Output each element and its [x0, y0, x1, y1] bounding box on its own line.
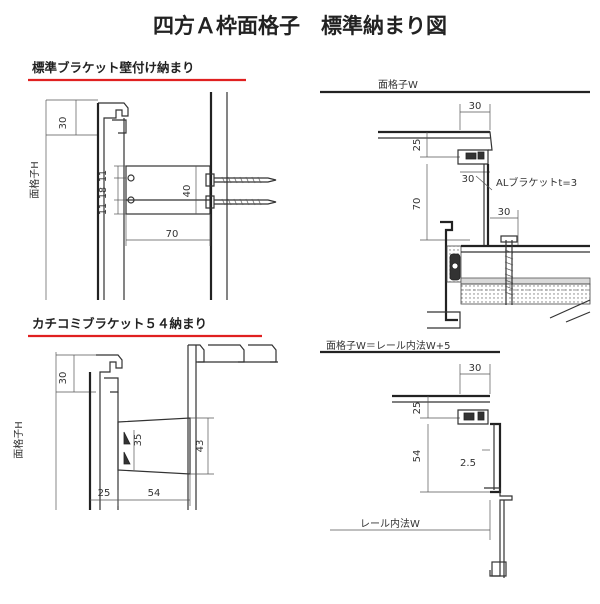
- dim-br-30: 30: [469, 363, 482, 374]
- label-br-top: 面格子W＝レール内法W+5: [326, 339, 451, 352]
- dim-tr-25: 25: [412, 139, 423, 152]
- dim-bl-25: 25: [98, 488, 111, 499]
- detail-bottom-left: [55, 344, 278, 510]
- dim-tr-30b: 30: [462, 174, 475, 185]
- detail-bottom-right: [320, 350, 513, 578]
- dim-br-25: 25: [412, 402, 423, 415]
- dim-tr-70: 70: [412, 198, 423, 211]
- section-heading-wall-mount: 標準ブラケット壁付け納まり: [32, 60, 195, 75]
- dim-bl-35: 35: [133, 434, 144, 447]
- detail-top-left: [45, 92, 277, 300]
- bracket-label-tr: ALブラケットt=3: [496, 176, 577, 189]
- dim-tr-30c: 30: [498, 207, 511, 218]
- dim-bl-30: 30: [58, 372, 69, 385]
- dim-bl-43: 43: [195, 440, 206, 453]
- dim-tl-30: 30: [58, 117, 69, 130]
- label-tr-top: 面格子W: [378, 78, 418, 91]
- dim-tl-11b: 11: [98, 203, 109, 215]
- side-label-bl: 面格子H: [12, 421, 25, 459]
- dim-tl-18: 18: [98, 187, 109, 199]
- page-title: 四方Ａ枠面格子 標準納まり図: [153, 14, 447, 38]
- detail-top-right: [320, 90, 591, 329]
- section-heading-clip-mount: カチコミブラケット５４納まり: [32, 316, 207, 331]
- label-br-bottom: レール内法W: [360, 517, 420, 530]
- dim-tl-70: 70: [166, 229, 179, 240]
- dim-br-54: 54: [412, 450, 423, 463]
- dim-tl-40: 40: [182, 185, 193, 198]
- side-label-tl: 面格子H: [28, 161, 41, 199]
- dim-bl-54: 54: [148, 488, 161, 499]
- dim-br-2-5: 2.5: [460, 458, 476, 469]
- dim-tr-30a: 30: [469, 101, 482, 112]
- dim-tl-11a: 11: [98, 170, 109, 182]
